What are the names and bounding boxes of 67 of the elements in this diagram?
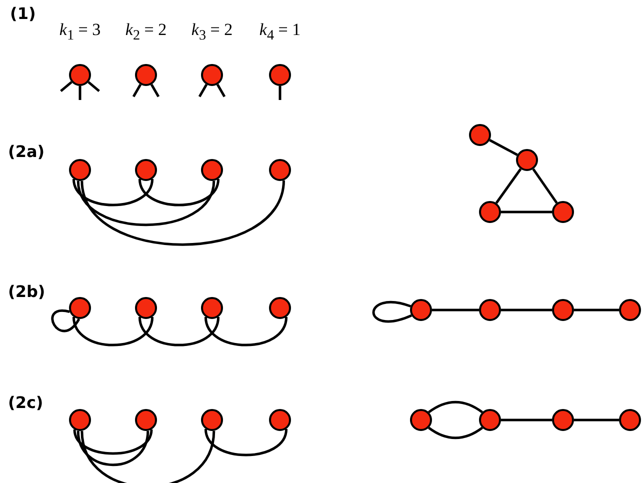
vertex-circle [69,64,91,86]
vertex-circle [469,124,491,146]
edge-stub [150,84,160,98]
edge-line [501,308,552,312]
edge-stub [216,84,226,98]
edge-line [72,178,154,206]
edge-line [489,139,518,156]
edge-line [138,316,220,346]
panel-label: (2c) [8,393,44,412]
degree-label: k$_{4}$ = 1 [259,20,301,44]
edge-line [532,168,558,204]
vertex-circle [410,299,432,321]
edge-line [574,418,619,422]
vertex-circle [479,299,501,321]
vertex-circle [479,201,501,223]
vertex-circle [269,409,291,431]
vertex-circle [69,297,91,319]
edge-stub [132,84,142,98]
vertex-circle [135,297,157,319]
panel-label: (2a) [8,142,45,161]
vertex-circle [201,297,223,319]
vertex-circle [410,409,432,431]
self-loop [372,300,412,323]
panel-label: (2b) [8,282,46,301]
edge-line [574,308,619,312]
edge-line [501,210,552,214]
degree-label: k$_{2}$ = 2 [125,20,167,44]
edge-line [432,308,479,312]
vertex-circle [269,64,291,86]
degree-label: k$_{1}$ = 3 [59,20,101,44]
edge-stub [198,84,208,98]
edge-line [76,180,216,226]
vertex-circle [269,159,291,181]
edge-line [501,418,552,422]
vertex-circle [135,159,157,181]
vertex-circle [135,409,157,431]
edge-stub [278,86,282,100]
edge-line [76,430,150,466]
panel-label: (1) [10,4,36,23]
edge-stub [88,81,100,92]
edge-stub [78,86,82,100]
edge-line [73,429,153,455]
edge-line [80,430,216,483]
self-loop [51,310,80,332]
vertex-circle [201,64,223,86]
edge-stub [60,81,72,92]
edge-line [495,168,522,204]
vertex-circle [552,409,574,431]
edge-line [204,316,288,346]
vertex-circle [135,64,157,86]
vertex-circle [201,159,223,181]
vertex-circle [552,201,574,223]
vertex-circle [69,159,91,181]
edge-line [428,426,484,440]
vertex-circle [69,409,91,431]
vertex-circle [552,299,574,321]
vertex-circle [479,409,501,431]
degree-label: k$_{3}$ = 2 [191,20,233,44]
vertex-circle [269,297,291,319]
vertex-circle [201,409,223,431]
vertex-circle [619,299,641,321]
vertex-circle [619,409,641,431]
edge-line [72,316,154,346]
edge-line [80,180,285,246]
edge-line [428,400,484,414]
edge-line [138,178,220,206]
vertex-circle [516,149,538,171]
